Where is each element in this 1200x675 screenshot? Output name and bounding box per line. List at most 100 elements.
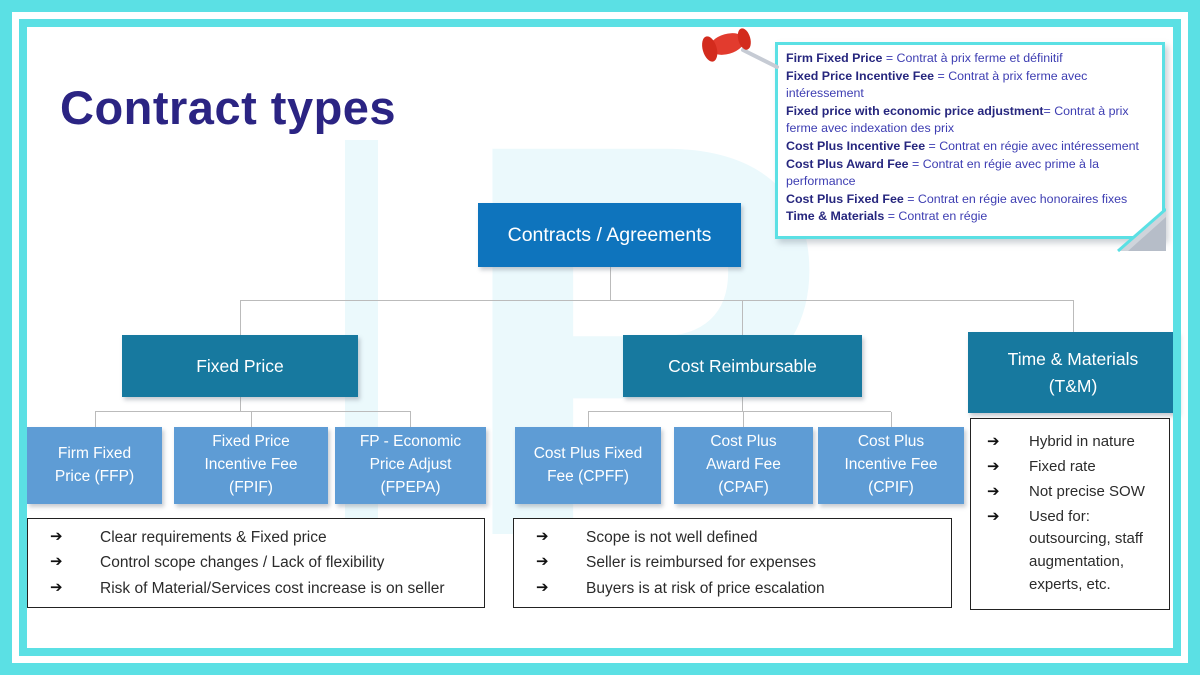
node-label: (T&M): [1048, 375, 1098, 396]
arrow-bullet-icon: ➔: [536, 527, 549, 545]
list-item: ➔ Hybrid in nature: [981, 431, 1159, 454]
definition-term: Fixed Price Incentive Fee: [786, 68, 935, 83]
connector-line: [240, 301, 241, 335]
definition-text: = Contrat en régie avec honoraires fixes: [903, 191, 1128, 206]
connector-line: [251, 412, 252, 427]
cost-reimbursable-notes-panel: ➔ Scope is not well defined ➔ Seller is …: [513, 518, 952, 608]
definition-line: Cost Plus Award Fee = Contrat en régie a…: [786, 156, 1153, 191]
arrow-bullet-icon: ➔: [50, 553, 63, 571]
definition-term: Cost Plus Incentive Fee: [786, 139, 926, 154]
definition-term: Firm Fixed Price: [786, 51, 883, 65]
node-label: Fixed Price: [212, 433, 290, 451]
list-item: ➔ Buyers is at risk of price escalation: [524, 577, 941, 601]
connector-line: [891, 412, 892, 427]
list-item-text: Seller is reimbursed for expenses: [586, 554, 817, 572]
list-item-text: Used for: outsourcing, staff augmentatio…: [1029, 507, 1143, 593]
node-label: Firm Fixed: [57, 444, 132, 462]
fixed-price-notes-panel: ➔ Clear requirements & Fixed price ➔ Con…: [27, 518, 485, 608]
definition-text: = Contrat à prix ferme et définitif: [882, 51, 1063, 65]
node-label: Award Fee: [706, 456, 781, 474]
list-item-text: Control scope changes / Lack of flexibil…: [100, 554, 385, 572]
node-contracts-agreements: Contracts / Agreements: [478, 203, 741, 267]
definition-line: Time & Materials = Contrat en régie: [786, 208, 1153, 226]
folded-corner-icon: [1117, 207, 1166, 253]
node-label: Time & Materials: [1007, 349, 1139, 370]
list-item-text: Clear requirements & Fixed price: [100, 528, 327, 546]
node-label: Cost Plus: [857, 433, 925, 451]
definition-line: Cost Plus Fixed Fee = Contrat en régie a…: [786, 191, 1153, 209]
connector-line: [742, 301, 743, 335]
node-label: Cost Reimbursable: [668, 355, 817, 376]
node-label: Cost Plus Fixed: [533, 444, 643, 462]
connector-line: [95, 412, 96, 427]
node-cpif: Cost Plus Incentive Fee (CPIF): [818, 427, 964, 504]
node-ffp: Firm Fixed Price (FFP): [27, 427, 162, 504]
node-label: Price (FFP): [54, 467, 135, 485]
connector-line: [240, 300, 1074, 301]
list-item: ➔ Seller is reimbursed for expenses: [524, 551, 941, 575]
arrow-bullet-icon: ➔: [50, 578, 63, 596]
connector-line: [240, 397, 241, 411]
definition-text: = Contrat en régie avec prime à la perfo…: [786, 156, 1100, 189]
connector-line: [742, 397, 743, 411]
node-label: Fixed Price: [196, 355, 284, 376]
node-cpff: Cost Plus Fixed Fee (CPFF): [515, 427, 661, 504]
list-item-text: Risk of Material/Services cost increase …: [100, 579, 445, 597]
node-label: (CPIF): [868, 478, 914, 496]
node-label: (FPEPA): [380, 478, 441, 496]
definition-term: Cost Plus Fixed Fee: [786, 191, 904, 206]
node-cpaf: Cost Plus Award Fee (CPAF): [674, 427, 813, 504]
node-label: Price Adjust: [369, 456, 452, 474]
connector-line: [1073, 301, 1074, 332]
arrow-bullet-icon: ➔: [987, 433, 1000, 451]
list-item-text: Hybrid in nature: [1029, 433, 1135, 451]
connector-line: [588, 411, 891, 412]
definition-line: Fixed price with economic price adjustme…: [786, 103, 1153, 138]
definition-line: Firm Fixed Price = Contrat à prix ferme …: [786, 50, 1153, 68]
connector-line: [410, 412, 411, 427]
connector-line: [743, 412, 744, 427]
definition-term: Fixed price with economic price adjustme…: [786, 103, 1044, 118]
node-label: Fee (CPFF): [547, 467, 629, 485]
list-item: ➔ Not precise SOW: [981, 481, 1159, 504]
definition-text: = Contrat en régie: [884, 209, 988, 224]
arrow-bullet-icon: ➔: [536, 578, 549, 596]
list-item: ➔ Risk of Material/Services cost increas…: [38, 577, 474, 601]
node-time-materials: Time & Materials (T&M): [968, 332, 1178, 413]
arrow-bullet-icon: ➔: [50, 527, 63, 545]
definition-text: = Contrat à prix ferme avec indexation d…: [786, 103, 1129, 136]
arrow-bullet-icon: ➔: [987, 458, 1000, 475]
connector-line: [610, 267, 611, 301]
list-item: ➔ Control scope changes / Lack of flexib…: [38, 551, 474, 575]
list-item-text: Fixed rate: [1029, 458, 1096, 475]
node-label: Contracts / Agreements: [507, 223, 712, 246]
pushpin-icon: [702, 28, 779, 69]
definition-text: = Contrat à prix ferme avec intéressemen…: [786, 68, 1088, 101]
list-item: ➔ Clear requirements & Fixed price: [38, 526, 474, 550]
arrow-bullet-icon: ➔: [987, 482, 1000, 500]
definitions-note: Firm Fixed Price = Contrat à prix ferme …: [775, 42, 1166, 253]
node-fpepa: FP - Economic Price Adjust (FPEPA): [335, 427, 486, 504]
list-item: ➔ Fixed rate: [981, 456, 1159, 479]
page-title: Contract types: [60, 81, 397, 134]
node-label: Incentive Fee: [844, 456, 938, 474]
definition-text: = Contrat en régie avec intéressement: [925, 139, 1139, 154]
arrow-bullet-icon: ➔: [987, 507, 1000, 525]
node-label: Cost Plus: [710, 433, 777, 451]
node-label: Incentive Fee: [204, 456, 298, 474]
definition-line: Cost Plus Incentive Fee = Contrat en rég…: [786, 138, 1153, 156]
connector-line: [95, 411, 411, 412]
node-cost-reimbursable: Cost Reimbursable: [623, 335, 862, 397]
time-materials-notes-panel: ➔ Hybrid in nature ➔ Fixed rate ➔ Not pr…: [970, 418, 1170, 610]
connector-line: [588, 412, 589, 427]
node-label: (CPAF): [718, 478, 769, 496]
list-item: ➔ Scope is not well defined: [524, 526, 941, 550]
definition-term: Cost Plus Award Fee: [786, 156, 909, 171]
list-item-text: Scope is not well defined: [586, 528, 758, 546]
definition-term: Time & Materials: [786, 209, 885, 224]
node-label: FP - Economic: [359, 433, 462, 451]
definition-line: Fixed Price Incentive Fee = Contrat à pr…: [786, 68, 1153, 103]
list-item-text: Buyers is at risk of price escalation: [586, 579, 825, 597]
list-item-text: Not precise SOW: [1029, 482, 1145, 500]
